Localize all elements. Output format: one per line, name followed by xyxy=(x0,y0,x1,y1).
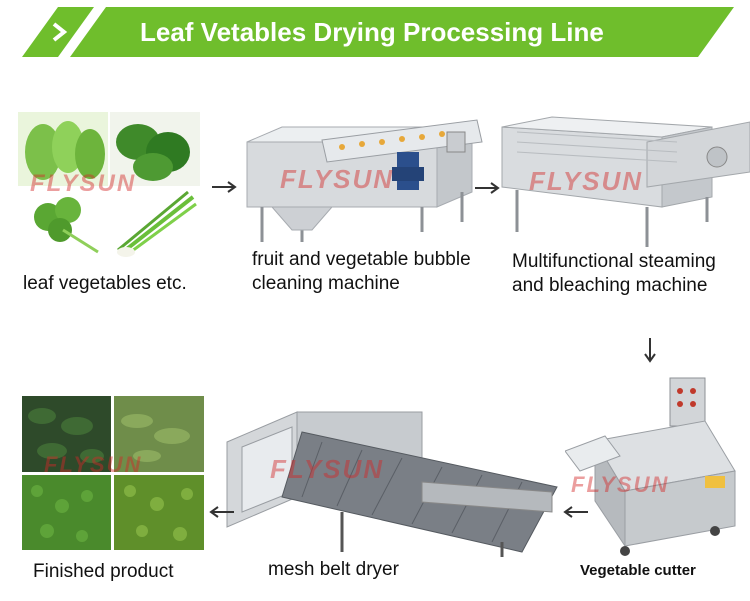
vegetable-cutter-image: FLYSUN xyxy=(565,376,745,558)
watermark: FLYSUN xyxy=(270,454,385,484)
title-banner: Leaf Vetables Drying Processing Line xyxy=(22,7,734,57)
arrow-right-icon xyxy=(212,181,237,193)
watermark: FLYSUN xyxy=(529,166,644,196)
finished-product-image: FLYSUN xyxy=(22,396,204,550)
step-label-mesh-belt-dryer: mesh belt dryer xyxy=(268,559,399,580)
arrow-down-icon xyxy=(644,338,656,363)
arrow-right-icon xyxy=(475,182,500,194)
step-label-cleaning-line2: cleaning machine xyxy=(252,273,400,294)
watermark: FLYSUN xyxy=(280,164,395,194)
watermark: FLYSUN xyxy=(571,472,670,497)
steaming-bleaching-machine-image: FLYSUN xyxy=(497,112,750,250)
step-label-finished-product: Finished product xyxy=(33,561,174,582)
step-label-leaf-vegetables: leaf vegetables etc. xyxy=(23,273,187,294)
step-label-vegetable-cutter: Vegetable cutter xyxy=(580,562,696,579)
page-title: Leaf Vetables Drying Processing Line xyxy=(140,17,604,47)
leaf-vegetables-image: FLYSUN xyxy=(18,112,200,260)
watermark: FLYSUN xyxy=(44,452,143,477)
arrow-left-icon xyxy=(563,506,588,518)
step-label-steaming-line2: and bleaching machine xyxy=(512,275,708,296)
bubble-cleaning-machine-image: FLYSUN xyxy=(242,112,492,247)
step-label-cleaning-line1: fruit and vegetable bubble xyxy=(252,249,471,270)
watermark: FLYSUN xyxy=(30,170,137,197)
mesh-belt-dryer-image: FLYSUN xyxy=(222,402,562,558)
arrow-left-icon xyxy=(209,506,234,518)
step-label-steaming-line1: Multifunctional steaming xyxy=(512,251,716,272)
banner-shape xyxy=(22,7,734,57)
chevron-right-icon xyxy=(52,22,68,42)
